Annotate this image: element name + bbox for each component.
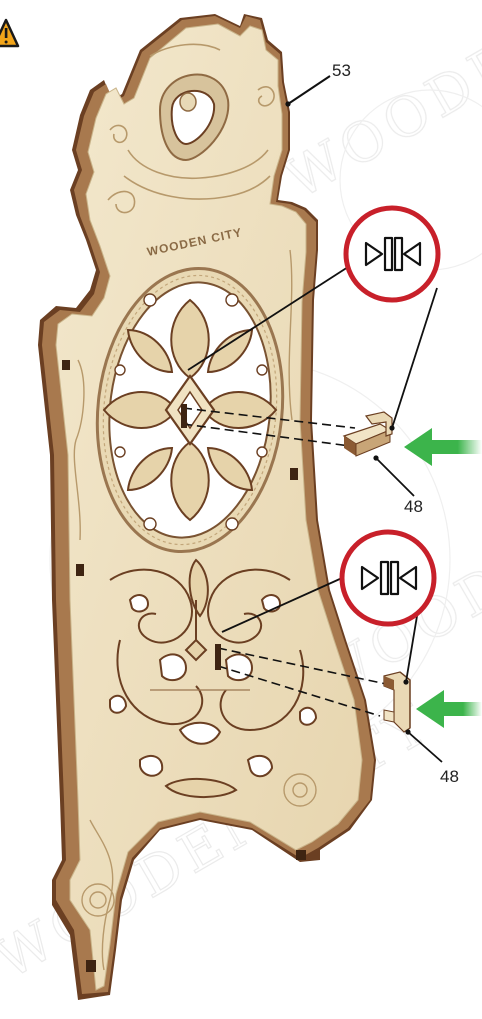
part-48-upper-label: 48	[404, 497, 423, 516]
insert-arrow-icon-upper	[404, 428, 482, 466]
part-48-upper-piece	[344, 412, 392, 456]
warning-triangle-icon	[0, 20, 18, 46]
squeeze-callout-upper	[346, 208, 438, 300]
part-53-label: 53	[332, 61, 351, 80]
callout-part-53: 53	[285, 61, 351, 107]
part-48-lower-label: 48	[440, 767, 459, 786]
squeeze-callout-lower	[342, 532, 434, 624]
